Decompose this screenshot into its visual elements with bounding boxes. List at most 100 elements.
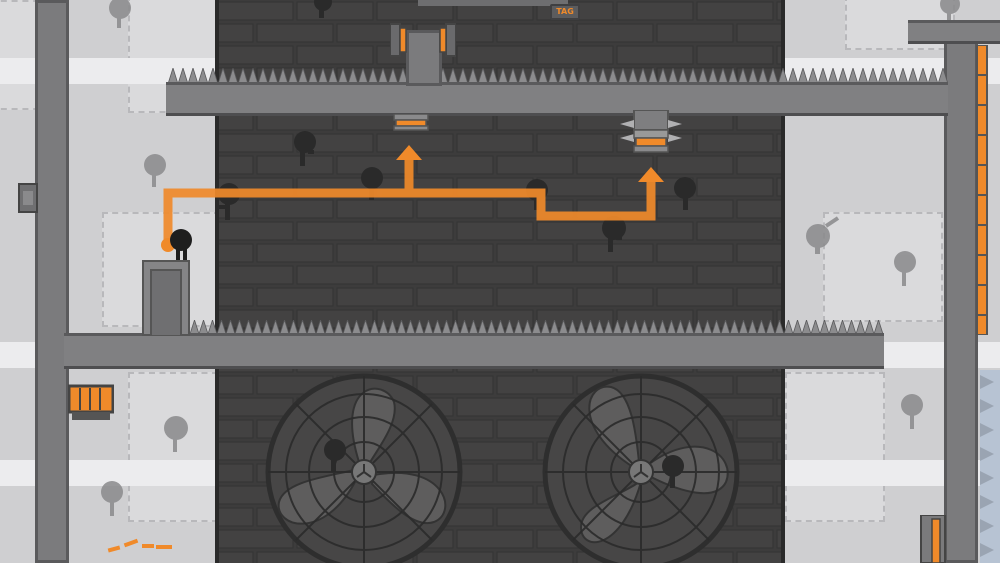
- spike: [557, 68, 569, 84]
- spike: [767, 68, 779, 84]
- spike: [207, 320, 218, 334]
- spike: [297, 320, 308, 334]
- spike: [537, 68, 549, 84]
- spike: [177, 68, 189, 84]
- tag-sign: TAG: [550, 4, 580, 20]
- spike: [612, 320, 623, 334]
- spike: [540, 320, 551, 334]
- stick-figure-icon: [901, 394, 923, 429]
- stick-figure-icon: [314, 0, 332, 18]
- spike: [207, 68, 219, 84]
- spike: [190, 320, 200, 334]
- spike: [737, 68, 749, 84]
- spike: [937, 68, 948, 84]
- player-figure: [170, 229, 192, 260]
- spike: [693, 320, 704, 334]
- spike: [217, 68, 229, 84]
- spike: [917, 68, 929, 84]
- spike: [675, 320, 686, 334]
- spike: [360, 320, 371, 334]
- spike: [637, 68, 649, 84]
- spike: [459, 320, 470, 334]
- top-connector: [406, 30, 442, 86]
- spike: [827, 68, 839, 84]
- right-spike-wall: [980, 370, 1000, 563]
- spike: [351, 320, 362, 334]
- spike: [333, 320, 344, 334]
- spike: [450, 320, 461, 334]
- stick-figure-icon: [940, 0, 960, 20]
- hanging-crusher: [620, 110, 682, 153]
- spike: [707, 68, 719, 84]
- spike: [288, 320, 299, 334]
- spike: [306, 320, 317, 334]
- spike: [237, 68, 249, 84]
- stick-figure-icon: [144, 154, 166, 187]
- stick-figure-icon: [662, 455, 684, 488]
- spike: [547, 68, 559, 84]
- spike: [257, 68, 269, 84]
- spike: [667, 68, 679, 84]
- spike: [792, 320, 803, 334]
- spike: [441, 320, 452, 334]
- spike: [279, 320, 290, 334]
- spike: [630, 320, 641, 334]
- spike: [864, 320, 875, 334]
- spike: [198, 320, 209, 334]
- spike: [558, 320, 569, 334]
- spike: [702, 320, 713, 334]
- spike: [711, 320, 722, 334]
- spike: [261, 320, 272, 334]
- stick-figure-icon: [602, 216, 626, 252]
- spike: [187, 68, 199, 84]
- spike: [247, 68, 259, 84]
- spike: [727, 68, 739, 84]
- spike: [846, 320, 857, 334]
- spike: [567, 68, 579, 84]
- arrow-up-icon: [638, 167, 664, 182]
- spike: [797, 68, 809, 84]
- spike: [432, 320, 443, 334]
- spike: [757, 68, 769, 84]
- top-girder: [166, 82, 948, 116]
- left-wall-box: [18, 183, 38, 213]
- spike: [647, 68, 659, 84]
- spike: [783, 320, 794, 334]
- spike: [216, 320, 227, 334]
- stick-figure-icon: [674, 177, 696, 210]
- spike: [567, 320, 578, 334]
- spike: [357, 68, 369, 84]
- spike: [807, 68, 819, 84]
- spike: [837, 320, 848, 334]
- spike: [517, 68, 529, 84]
- top-pressure-plate: [390, 23, 456, 57]
- spike: [487, 68, 499, 84]
- spike: [327, 68, 339, 84]
- right-top-girder: [908, 20, 1000, 44]
- stick-figure-icon: [894, 251, 916, 286]
- spike: [315, 320, 326, 334]
- spike: [777, 68, 789, 84]
- spike: [342, 320, 353, 334]
- start-pedestal: [142, 260, 190, 336]
- spike: [307, 68, 319, 84]
- spike: [867, 68, 879, 84]
- middle-girder: [64, 333, 884, 369]
- spike: [277, 68, 289, 84]
- spike: [396, 320, 407, 334]
- spike: [227, 68, 239, 84]
- spike: [267, 68, 279, 84]
- spike: [504, 320, 515, 334]
- spike: [621, 320, 632, 334]
- stick-figure-icon: [101, 481, 123, 516]
- right-orange-rail: [976, 45, 988, 335]
- spike: [607, 68, 619, 84]
- spike: [447, 68, 459, 84]
- spike: [847, 68, 859, 84]
- wall-tile: [785, 372, 885, 522]
- spike: [457, 68, 469, 84]
- spike: [522, 320, 533, 334]
- spike: [819, 320, 830, 334]
